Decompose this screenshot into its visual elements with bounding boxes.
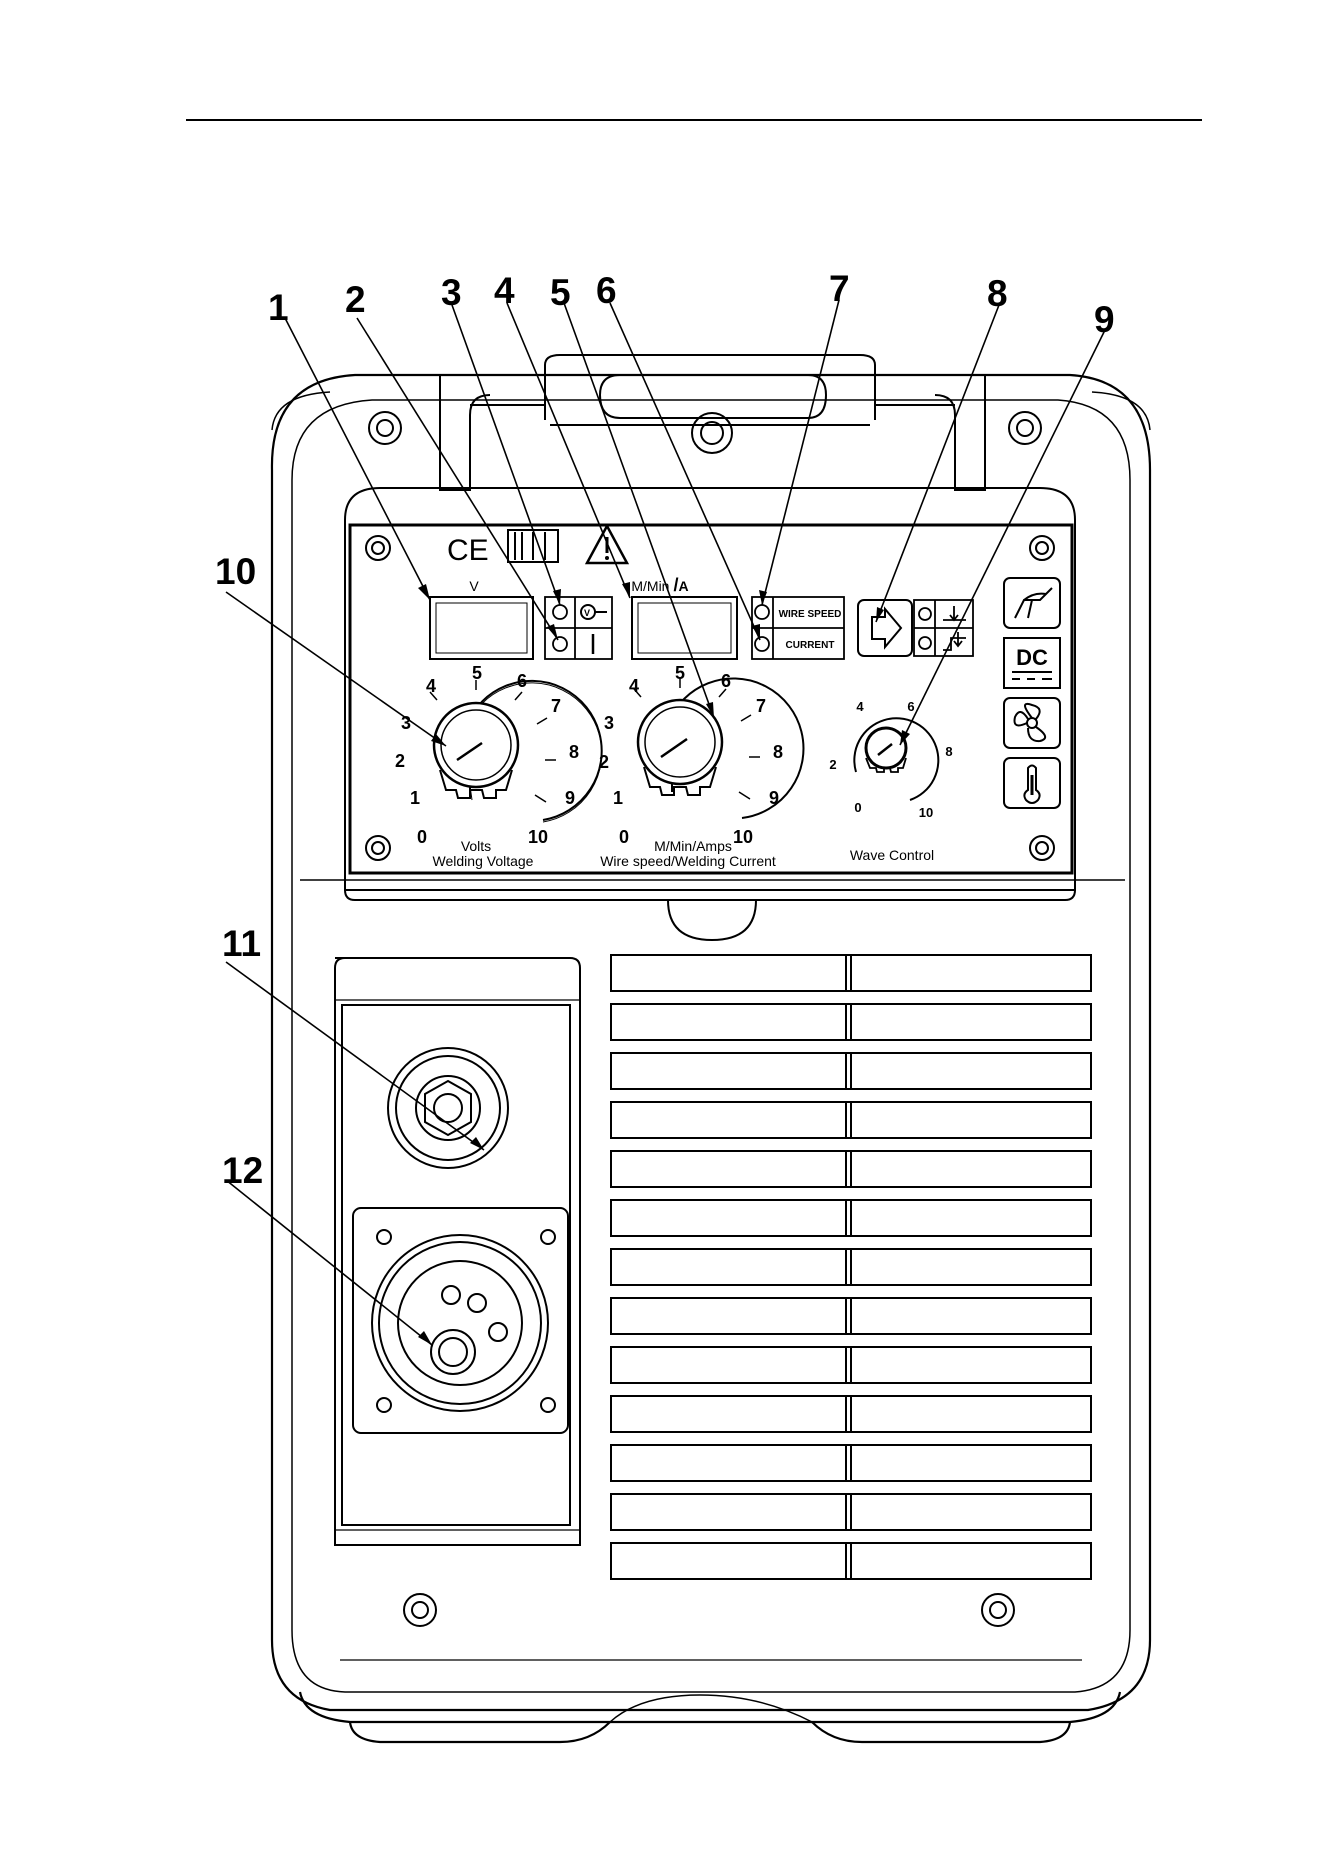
svg-text:7: 7 (551, 696, 561, 716)
svg-text:2: 2 (395, 751, 405, 771)
ventilation-grille (611, 955, 1091, 1579)
svg-text:4: 4 (856, 699, 864, 714)
inductance-mode-led (553, 637, 567, 651)
svg-text:V: V (584, 608, 590, 618)
voltage-display (430, 597, 533, 659)
callout-11: 11 (222, 923, 261, 964)
current-led (755, 637, 769, 651)
voltage-inductance-selector[interactable] (545, 597, 612, 659)
callout-2: 2 (345, 279, 366, 320)
callout-10: 10 (215, 551, 256, 592)
svg-text:6: 6 (907, 699, 914, 714)
callout-arrowheads (418, 582, 910, 1345)
socket-housing (335, 958, 580, 1545)
trigger-mode-selector[interactable] (914, 600, 973, 656)
current-label: CURRENT (786, 640, 835, 651)
callout-1: 1 (268, 287, 289, 328)
svg-text:8: 8 (773, 742, 783, 762)
mode-select-button[interactable] (858, 600, 912, 656)
mig-torch-icon (1004, 578, 1060, 628)
svg-text:2: 2 (599, 752, 609, 772)
svg-text:0: 0 (619, 827, 629, 847)
callout-12: 12 (222, 1150, 263, 1191)
voltage-dial-caption: Welding Voltage (433, 853, 534, 869)
manual-book-icon (508, 530, 558, 562)
wire-speed-dial-unit: M/Min/Amps (654, 838, 732, 854)
svg-text:10: 10 (528, 827, 548, 847)
callout-5: 5 (550, 272, 571, 313)
svg-text:1: 1 (410, 788, 420, 808)
svg-text:8: 8 (569, 742, 579, 762)
svg-text:10: 10 (733, 827, 753, 847)
arrow-button-icon (872, 609, 901, 647)
callout-9: 9 (1094, 299, 1115, 340)
svg-text:10: 10 (919, 805, 933, 820)
voltage-mode-icon: V (581, 605, 607, 619)
display-v-label: V (469, 578, 479, 594)
svg-text:7: 7 (756, 696, 766, 716)
svg-text:3: 3 (604, 713, 614, 733)
voltage-mode-led (553, 605, 567, 619)
svg-text:6: 6 (721, 671, 731, 691)
2t-mode-led (919, 608, 931, 620)
wave-dial-caption: Wave Control (850, 847, 934, 863)
callout-7: 7 (829, 268, 850, 309)
svg-text:5: 5 (472, 663, 482, 683)
svg-text:2: 2 (829, 757, 836, 772)
callout-leaders (226, 300, 1105, 1345)
svg-text:0: 0 (417, 827, 427, 847)
torch-euro-connector (388, 1048, 508, 1168)
callout-3: 3 (441, 272, 462, 313)
wire-speed-dial-caption: Wire speed/Welding Current (600, 853, 776, 869)
callout-4: 4 (494, 270, 515, 311)
wire-speed-current-display (632, 597, 737, 659)
svg-text:1: 1 (613, 788, 623, 808)
svg-text:9: 9 (769, 788, 779, 808)
voltage-dial-unit: Volts (461, 838, 491, 854)
callout-8: 8 (987, 273, 1008, 314)
svg-text:6: 6 (517, 671, 527, 691)
4t-mode-led (919, 637, 931, 649)
svg-text:9: 9 (565, 788, 575, 808)
svg-text:0: 0 (854, 800, 861, 815)
callout-6: 6 (596, 270, 617, 311)
body-screws (369, 412, 1041, 1626)
power-socket (353, 1208, 568, 1433)
ce-mark: CE (447, 534, 489, 567)
wave-control-dial[interactable] (854, 718, 938, 800)
display-a-label: M/Min/A (631, 575, 688, 595)
wire-speed-label: WIRE SPEED (779, 609, 842, 620)
wire-speed-led (755, 605, 769, 619)
svg-text:8: 8 (945, 744, 952, 759)
dc-badge: DC (1004, 638, 1060, 688)
svg-text:DC: DC (1016, 645, 1048, 670)
thermometer-icon (1004, 758, 1060, 808)
machine-body (272, 375, 1150, 1742)
fan-icon (1004, 698, 1060, 748)
